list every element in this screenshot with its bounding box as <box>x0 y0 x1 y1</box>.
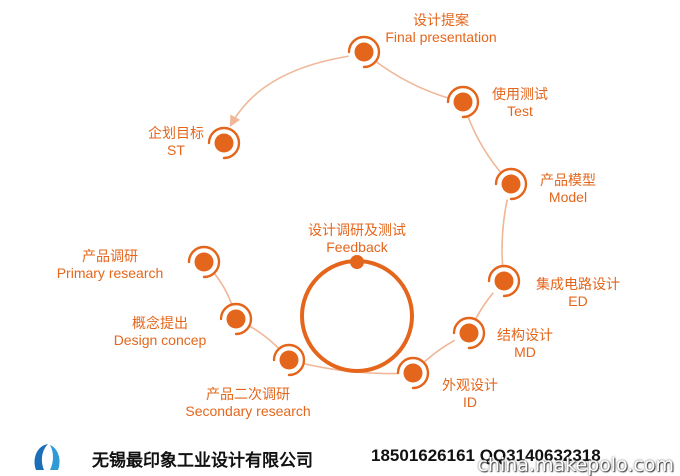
label-cn-model: 产品模型 <box>540 172 596 188</box>
label-cn-final: 设计提案 <box>412 12 469 28</box>
label-cn-center: 设计调研及测试 <box>308 222 406 238</box>
node-md <box>452 316 486 350</box>
label-en-concept: Design concep <box>113 332 207 348</box>
label-en-id: ID <box>463 394 477 410</box>
label-cn-st: 企划目标 <box>148 125 204 141</box>
node-dot <box>194 252 214 272</box>
label-cn-concept: 概念提出 <box>132 315 188 331</box>
contact-info: 18501626161 QQ3140632318 <box>371 446 601 465</box>
node-concept <box>219 302 253 336</box>
node-ring <box>272 343 306 377</box>
node-id <box>396 356 430 390</box>
footer-bar: 无锡最印象工业设计有限公司 18501626161 QQ3140632318 c… <box>0 438 680 476</box>
node-ring <box>219 302 253 336</box>
node-ring <box>396 356 430 390</box>
label-en-md: MD <box>514 344 536 360</box>
label-cn-secondary: 产品二次调研 <box>205 386 290 402</box>
node-model <box>494 167 528 201</box>
label-en-center: Feedback <box>326 239 388 255</box>
node-dot <box>494 271 514 291</box>
label-cn-id: 外观设计 <box>442 377 498 393</box>
node-dot <box>354 42 374 62</box>
node-dot <box>403 363 423 383</box>
label-cn-md: 结构设计 <box>497 327 553 343</box>
node-ring <box>446 85 480 119</box>
node-dot <box>279 350 299 370</box>
node-dot <box>453 92 473 112</box>
label-cn-primary: 产品调研 <box>82 248 138 264</box>
feedback-ring <box>300 259 414 373</box>
company-logo-icon <box>34 444 60 470</box>
label-en-ed: ED <box>568 293 588 309</box>
node-ring <box>347 35 381 69</box>
label-en-model: Model <box>548 189 588 205</box>
node-final <box>347 35 381 69</box>
connector-final-test <box>363 51 464 103</box>
watermark-text: china.makepolo.com <box>477 454 674 476</box>
node-ring <box>207 126 241 160</box>
node-test <box>446 85 480 119</box>
node-st <box>207 126 241 160</box>
label-en-st: ST <box>167 142 185 158</box>
feedback-dot <box>350 255 364 269</box>
node-dot <box>459 323 479 343</box>
connector-final-st <box>229 55 351 127</box>
node-secondary <box>272 343 306 377</box>
node-ring <box>187 245 221 279</box>
node-dot <box>501 174 521 194</box>
node-ring <box>494 167 528 201</box>
node-ed <box>487 264 521 298</box>
label-en-secondary: Secondary research <box>185 403 311 419</box>
node-dot <box>214 133 234 153</box>
label-en-final: Final presentation <box>385 29 497 45</box>
process-cycle-graphic <box>187 35 528 390</box>
label-cn-test: 使用测试 <box>492 86 548 102</box>
node-ring <box>487 264 521 298</box>
node-ring <box>452 316 486 350</box>
node-dot <box>226 309 246 329</box>
company-name: 无锡最印象工业设计有限公司 <box>92 451 313 471</box>
label-en-test: Test <box>507 103 533 119</box>
label-en-primary: Primary research <box>56 265 164 281</box>
node-primary <box>187 245 221 279</box>
label-cn-ed: 集成电路设计 <box>536 276 620 292</box>
